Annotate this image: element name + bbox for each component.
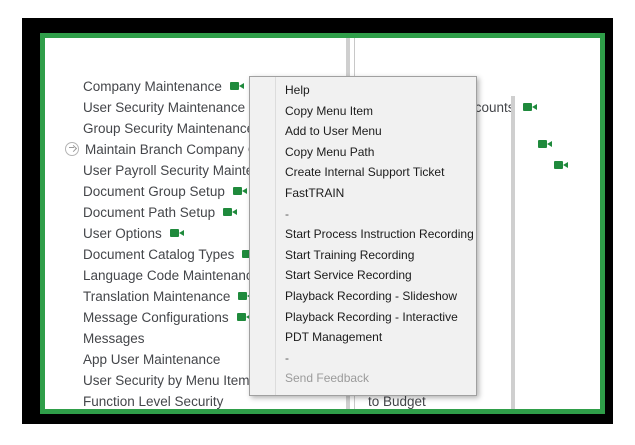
menu-item[interactable]: Document Group Setup <box>45 181 247 202</box>
video-camera-icon[interactable] <box>169 228 184 238</box>
menu-item-label: Company Maintenance <box>83 79 222 94</box>
menu-item-label: Translation Maintenance <box>83 289 231 304</box>
camera-lens <box>245 314 251 321</box>
video-camera-icon[interactable] <box>232 186 247 196</box>
video-camera-icon[interactable] <box>554 160 568 170</box>
menu-item[interactable]: Maintain Branch Company Co <box>45 139 265 160</box>
menu-item[interactable]: Message Configurations <box>45 307 251 328</box>
context-menu-item[interactable]: FastTRAIN <box>285 185 345 200</box>
menu-item-label: Messages <box>83 331 145 346</box>
video-camera-icon[interactable] <box>229 81 244 91</box>
video-camera-icon[interactable] <box>538 139 552 149</box>
camera-body <box>522 103 532 112</box>
menu-item-label: User Payroll Security Mainten <box>83 163 261 178</box>
video-camera-icon[interactable] <box>236 312 251 322</box>
menu-item[interactable]: Group Security Maintenance <box>45 118 254 139</box>
menu-item-label: Document Path Setup <box>83 205 216 220</box>
menu-item[interactable]: Language Code Maintenance <box>45 265 260 286</box>
menu-item-label: Group Security Maintenance <box>83 121 255 136</box>
video-camera-icon[interactable] <box>522 102 537 112</box>
context-menu-item[interactable]: Create Internal Support Ticket <box>285 165 445 180</box>
menu-item-label: Document Group Setup <box>83 184 225 199</box>
menu-item-label: Document Catalog Types <box>83 247 235 262</box>
menu-item[interactable] <box>360 155 568 176</box>
context-menu-separator: - <box>285 350 289 365</box>
camera-lens <box>178 230 184 237</box>
menu-item[interactable]: Document Path Setup <box>45 202 238 223</box>
menu-item[interactable]: User Security Maintenance <box>45 97 268 118</box>
camera-body <box>538 140 547 149</box>
menu-item[interactable]: to Budget <box>360 391 426 409</box>
context-menu-item[interactable]: Start Process Instruction Recording <box>285 227 474 242</box>
camera-lens <box>547 141 552 148</box>
camera-lens <box>531 104 537 111</box>
menu-item[interactable]: App User Maintenance <box>45 349 220 370</box>
context-menu-gutter <box>250 77 276 395</box>
menu-item[interactable] <box>360 134 552 155</box>
context-menu-separator: - <box>285 206 289 221</box>
menu-item-label: to Budget <box>368 394 426 409</box>
menu-item[interactable]: User Payroll Security Mainten <box>45 160 261 181</box>
menu-item[interactable]: Messages <box>45 328 145 349</box>
menu-item[interactable]: User Security by Menu Item <box>45 370 250 391</box>
camera-body <box>229 82 239 91</box>
menu-item[interactable]: User Options <box>45 223 184 244</box>
menu-item-label: User Security Maintenance <box>83 100 246 115</box>
context-menu-item: Send Feedback <box>285 371 370 386</box>
camera-body <box>232 187 242 196</box>
camera-lens <box>238 83 244 90</box>
context-menu-item[interactable]: Copy Menu Item <box>285 103 374 118</box>
context-menu-item[interactable]: Add to User Menu <box>285 124 382 139</box>
menu-item-label: User Options <box>83 226 162 241</box>
camera-body <box>554 161 563 170</box>
context-menu-item[interactable]: Playback Recording - Interactive <box>285 309 458 324</box>
camera-body <box>242 250 252 259</box>
menu-item-label: Function Level Security <box>83 394 224 409</box>
menu-item-label: Language Code Maintenance <box>83 268 261 283</box>
menu-item-label: App User Maintenance <box>83 352 221 367</box>
menu-item[interactable]: Company Maintenance <box>45 76 244 97</box>
context-menu-item[interactable]: Start Service Recording <box>285 268 412 283</box>
camera-body <box>223 208 233 217</box>
camera-body <box>236 313 246 322</box>
context-menu-item[interactable]: Playback Recording - Slideshow <box>285 288 458 303</box>
right-column-scrollbar[interactable] <box>511 96 515 409</box>
menu-item-label: User Security by Menu Item <box>83 373 250 388</box>
context-menu-item[interactable]: Copy Menu Path <box>285 144 375 159</box>
video-camera-icon[interactable] <box>223 207 238 217</box>
menu-item[interactable]: Function Level Security <box>45 391 223 409</box>
context-menu-item[interactable]: Start Training Recording <box>285 247 415 262</box>
menu-item[interactable]: Document Catalog Types <box>45 244 257 265</box>
menu-item-label: Message Configurations <box>83 310 229 325</box>
camera-lens <box>232 209 238 216</box>
camera-body <box>169 229 179 238</box>
context-menu-item[interactable]: Help <box>285 83 310 97</box>
camera-lens <box>241 188 247 195</box>
circle-arrow-icon[interactable] <box>65 142 79 157</box>
camera-body <box>238 292 248 301</box>
menu-item-label: Maintain Branch Company Co <box>85 142 266 157</box>
menu-item[interactable]: Translation Maintenance <box>45 286 253 307</box>
context-menu-item[interactable]: PDT Management <box>285 330 383 345</box>
camera-lens <box>563 162 568 169</box>
